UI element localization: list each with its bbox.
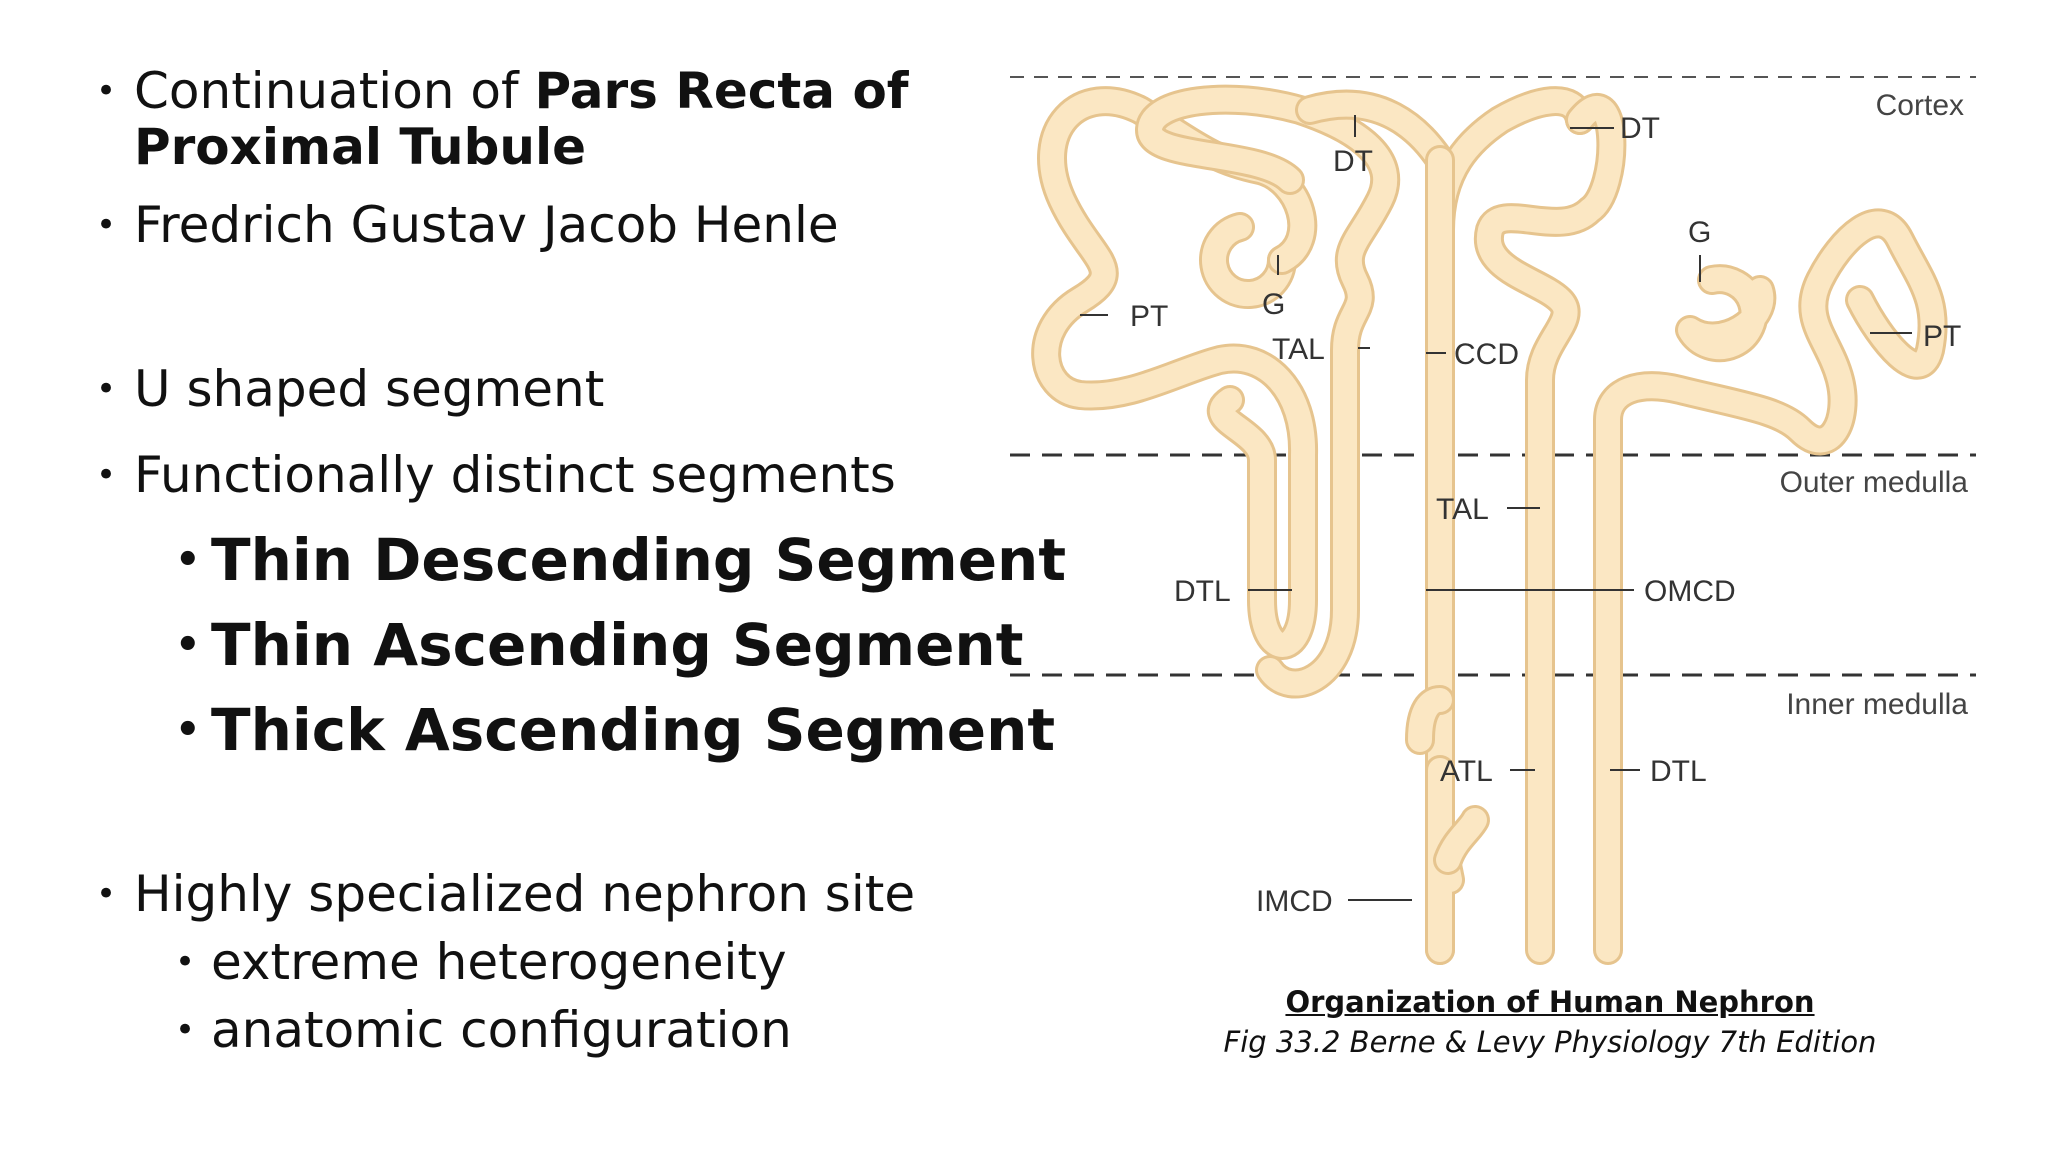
- nephron-diagram: Cortex Outer medulla Inner medulla PT G …: [1000, 50, 2000, 990]
- zone-label-cortex: Cortex: [1876, 89, 1964, 122]
- sub-bullet-thick-ascending: •Thick Ascending Segment: [175, 696, 1056, 764]
- label-dt-center: DT: [1333, 145, 1373, 178]
- sub-bullet-heterogeneity: •extreme heterogeneity: [175, 933, 787, 991]
- zone-label-inner-medulla: Inner medulla: [1786, 688, 1968, 721]
- bullet-functional-segments: •Functionally distinct segments: [96, 446, 896, 504]
- label-tal-lower: TAL: [1436, 493, 1489, 526]
- label-pt-left: PT: [1130, 300, 1168, 333]
- figure-caption-source: Fig 33.2 Berne & Levy Physiology 7th Edi…: [1223, 1025, 1877, 1059]
- zone-label-outer-medulla: Outer medulla: [1780, 466, 1969, 499]
- nephron-svg: Cortex Outer medulla Inner medulla PT G …: [1010, 76, 1976, 965]
- sub-bullet-thin-descending: •Thin Descending Segment: [175, 526, 1067, 594]
- tubules: [1031, 84, 1948, 965]
- label-dtl-right: DTL: [1650, 755, 1707, 788]
- sub-bullet-anatomic: •anatomic configuration: [175, 1001, 792, 1059]
- label-ccd: CCD: [1454, 338, 1519, 371]
- bullet-u-shaped: •U shaped segment: [96, 360, 605, 418]
- label-pt-right: PT: [1923, 320, 1961, 353]
- sub-bullet-thin-ascending: •Thin Ascending Segment: [175, 611, 1024, 679]
- label-tal-upper: TAL: [1272, 333, 1325, 366]
- bullet-list: •Continuation of Pars Recta of Proximal …: [0, 0, 1066, 1152]
- label-g-left: G: [1262, 288, 1285, 321]
- label-dt-right: DT: [1620, 112, 1660, 145]
- label-imcd: IMCD: [1256, 885, 1333, 918]
- label-leaders: [1080, 115, 1912, 901]
- bullet-specialized-site: •Highly specialized nephron site: [96, 865, 916, 923]
- label-omcd: OMCD: [1644, 575, 1736, 608]
- figure-caption-title: Organization of Human Nephron: [1285, 985, 1815, 1019]
- bullet-pars-recta: •Continuation of Pars Recta of: [96, 62, 909, 120]
- label-g-right: G: [1688, 216, 1711, 249]
- bullet-dot: •: [96, 71, 117, 111]
- bullet-bold-text: Pars Recta of: [534, 62, 909, 120]
- label-atl: ATL: [1440, 755, 1493, 788]
- label-dtl-left: DTL: [1174, 575, 1231, 608]
- bullet-pars-recta-cont: Proximal Tubule: [134, 118, 587, 176]
- bullet-henle: •Fredrich Gustav Jacob Henle: [96, 196, 839, 254]
